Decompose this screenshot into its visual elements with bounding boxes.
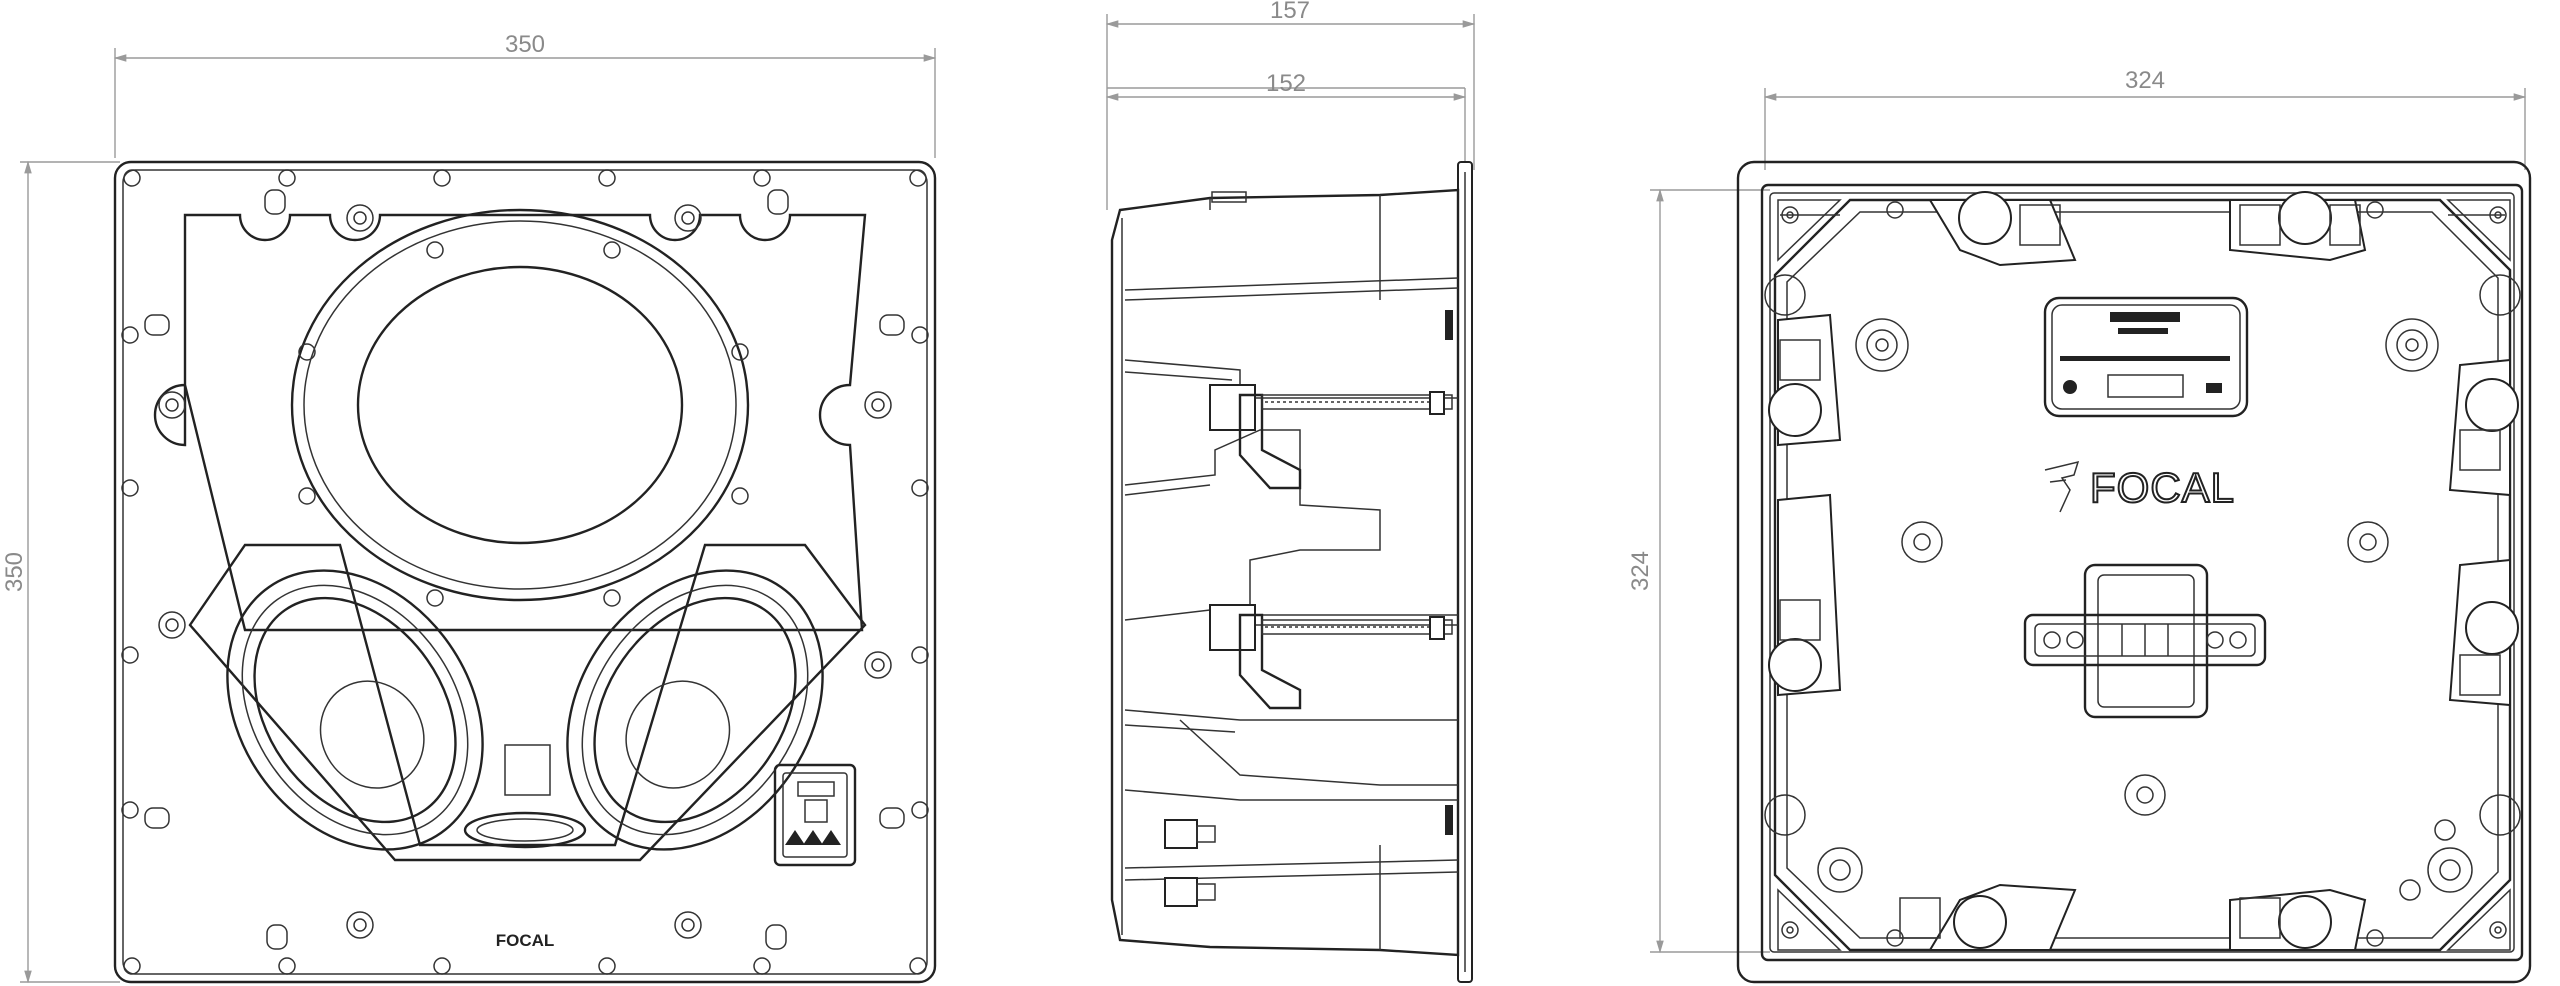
back-view: 324 324 — [1627, 67, 2532, 984]
front-clips — [144, 189, 905, 950]
front-height-label: 350 — [1, 552, 28, 592]
back-height-label: 324 — [1627, 551, 1654, 591]
rating-label — [2043, 296, 2249, 418]
terminal-block-icon — [773, 763, 857, 867]
side-clamps — [1164, 310, 1453, 907]
back-height-dimension: 324 — [1627, 188, 1770, 954]
back-width-dimension: 324 — [1763, 67, 2527, 170]
back-logo: FOCAL — [2090, 464, 2235, 511]
back-clamp-tabs — [1768, 191, 2519, 951]
center-handle — [2023, 563, 2267, 719]
side-depth-overall-label: 157 — [1270, 0, 1310, 24]
back-inner-screws — [1764, 274, 2521, 901]
back-corner-screws — [1781, 201, 2507, 947]
back-width-label: 324 — [2125, 67, 2165, 94]
front-view: 350 350 — [1, 31, 937, 984]
woofer — [290, 208, 750, 607]
front-screws — [158, 204, 892, 939]
back-gussets — [1777, 199, 2511, 951]
right-tweeter — [566, 569, 824, 851]
front-logo: FOCAL — [496, 931, 555, 950]
focal-logo-icon: FOCAL — [2044, 460, 2235, 513]
side-view: 157 152 — [1105, 0, 1476, 983]
frame-holes — [121, 169, 929, 975]
left-tweeter — [226, 569, 484, 851]
side-depth-body-label: 152 — [1266, 70, 1306, 97]
front-width-dimension: 350 — [113, 31, 937, 158]
front-height-dimension: 350 — [1, 160, 120, 984]
side-depth-overall-dimension: 157 — [1105, 0, 1476, 210]
front-width-label: 350 — [505, 31, 545, 58]
side-depth-body-dimension: 152 — [1105, 70, 1467, 165]
side-ribs — [1124, 277, 1459, 881]
